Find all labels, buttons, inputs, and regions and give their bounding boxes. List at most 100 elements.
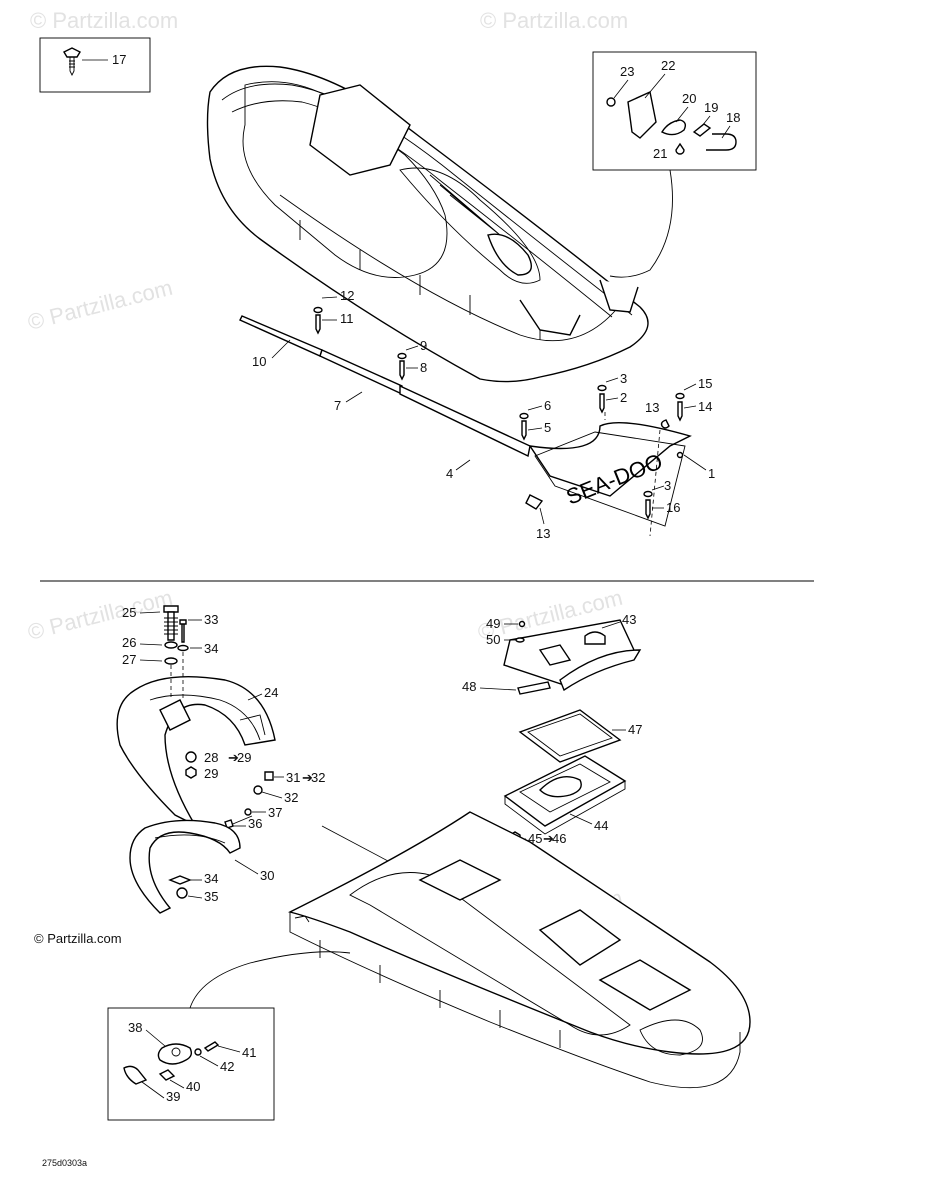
callout-1: 1 (708, 466, 715, 481)
callouts-top: 12 11 10 9 8 7 6 5 4 3 2 13 15 14 1 3 16… (252, 288, 715, 541)
callout-4: 4 (446, 466, 453, 481)
decal-7a (319, 349, 403, 396)
screw-icon (521, 420, 527, 441)
bracket-icon (627, 90, 657, 139)
spring-icon (164, 617, 178, 635)
callout-38: 38 (128, 1020, 142, 1035)
callout-16: 16 (666, 500, 680, 515)
callout-31: 31 (286, 770, 300, 785)
plug-icon (158, 1069, 176, 1081)
callout-39: 39 (166, 1089, 180, 1104)
copyright-label: © Partzilla.com (34, 931, 122, 946)
cap-icon (643, 490, 653, 498)
callout-45-46: 46 (552, 831, 566, 846)
callout-13a: 13 (645, 400, 659, 415)
callout-10: 10 (252, 354, 266, 369)
callout-3a: 3 (620, 371, 627, 386)
watermark-text: © Partzilla.com (480, 8, 628, 33)
seat-icon (309, 84, 411, 176)
callout-36: 36 (248, 816, 262, 831)
fasteners-top (313, 306, 685, 520)
callout-32: 32 (284, 790, 298, 805)
callout-30: 30 (260, 868, 274, 883)
callouts-left-stack: 25 26 27 33 34 24 (122, 605, 278, 701)
nut-icon (264, 771, 274, 781)
screw-icon (677, 401, 683, 422)
seat-icon (538, 909, 622, 966)
callout-19: 19 (704, 100, 718, 115)
clip-icon (692, 123, 712, 137)
callout-25: 25 (122, 605, 136, 620)
callout-49: 49 (486, 616, 500, 631)
fasteners-mid-left: 28 ➔ 29 29 31 ➔ 32 32 37 36 (185, 750, 325, 831)
plate-icon (661, 119, 687, 136)
drop-icon (675, 142, 685, 155)
callout-7: 7 (334, 398, 341, 413)
callout-42: 42 (220, 1059, 234, 1074)
washer-icon (253, 785, 263, 795)
hull-bracket-icon (519, 299, 581, 336)
screw-head-icon (63, 47, 81, 58)
clip-icon (123, 1065, 148, 1085)
washer-icon (164, 657, 178, 665)
u-bolt-icon (706, 133, 737, 151)
inset-box (592, 51, 757, 171)
bolt-head-icon (163, 605, 179, 613)
nut-icon (176, 887, 188, 899)
decal-1 (528, 422, 692, 497)
callout-28: 28 (204, 750, 218, 765)
callout-47: 47 (628, 722, 642, 737)
inset-screw-17: 17 (39, 37, 151, 93)
drawing-code: 275d0303a (42, 1158, 87, 1168)
callout-9: 9 (420, 338, 427, 353)
callout-15: 15 (698, 376, 712, 391)
screw-icon (399, 360, 405, 381)
callout-2: 2 (620, 390, 627, 405)
bolt-icon (179, 619, 187, 643)
callout-43: 43 (622, 612, 636, 627)
inset-drain-assembly: 38 41 42 40 39 (107, 1007, 275, 1121)
callout-28-29: 29 (237, 750, 251, 765)
callout-20: 20 (682, 91, 696, 106)
bumper-30: 30 34 35 (129, 819, 274, 914)
washer-icon (177, 644, 189, 652)
svg-text:➔: ➔ (543, 831, 554, 846)
callout-14: 14 (698, 399, 712, 414)
callout-5: 5 (544, 420, 551, 435)
inset-hook-assembly: 23 22 20 19 18 21 (592, 51, 757, 278)
cap-icon (313, 306, 323, 314)
callout-50: 50 (486, 632, 500, 647)
callout-3b: 3 (664, 478, 671, 493)
callout-22: 22 (661, 58, 675, 73)
callout-34a: 34 (204, 641, 218, 656)
console-43: 43 49 50 48 (462, 612, 642, 695)
cap-icon (597, 384, 607, 392)
callout-48: 48 (462, 679, 476, 694)
screw-shank-icon (69, 57, 75, 77)
upper-hull (206, 65, 649, 383)
callout-13b: 13 (536, 526, 550, 541)
screw-icon (599, 393, 605, 414)
callout-24: 24 (264, 685, 278, 700)
callout-29: 29 (204, 766, 218, 781)
plate-icon (157, 1043, 193, 1065)
nut-icon (185, 766, 197, 779)
svg-text:➔: ➔ (302, 770, 313, 785)
callout-40: 40 (186, 1079, 200, 1094)
screw-icon (315, 314, 321, 335)
watermark-text: © Partzilla.com (25, 585, 175, 645)
callout-35: 35 (204, 889, 218, 904)
callout-23: 23 (620, 64, 634, 79)
callout-18: 18 (726, 110, 740, 125)
nut-icon (606, 97, 616, 107)
inset-box (39, 37, 151, 93)
screw-icon (645, 499, 651, 520)
callout-21: 21 (653, 146, 667, 161)
callout-34b: 34 (204, 871, 218, 886)
decal-7b (399, 384, 531, 458)
grab-handle-24 (116, 676, 276, 827)
fastener-stack-left (163, 605, 189, 700)
callout-37: 37 (268, 805, 282, 820)
lower-hull (189, 811, 751, 1089)
